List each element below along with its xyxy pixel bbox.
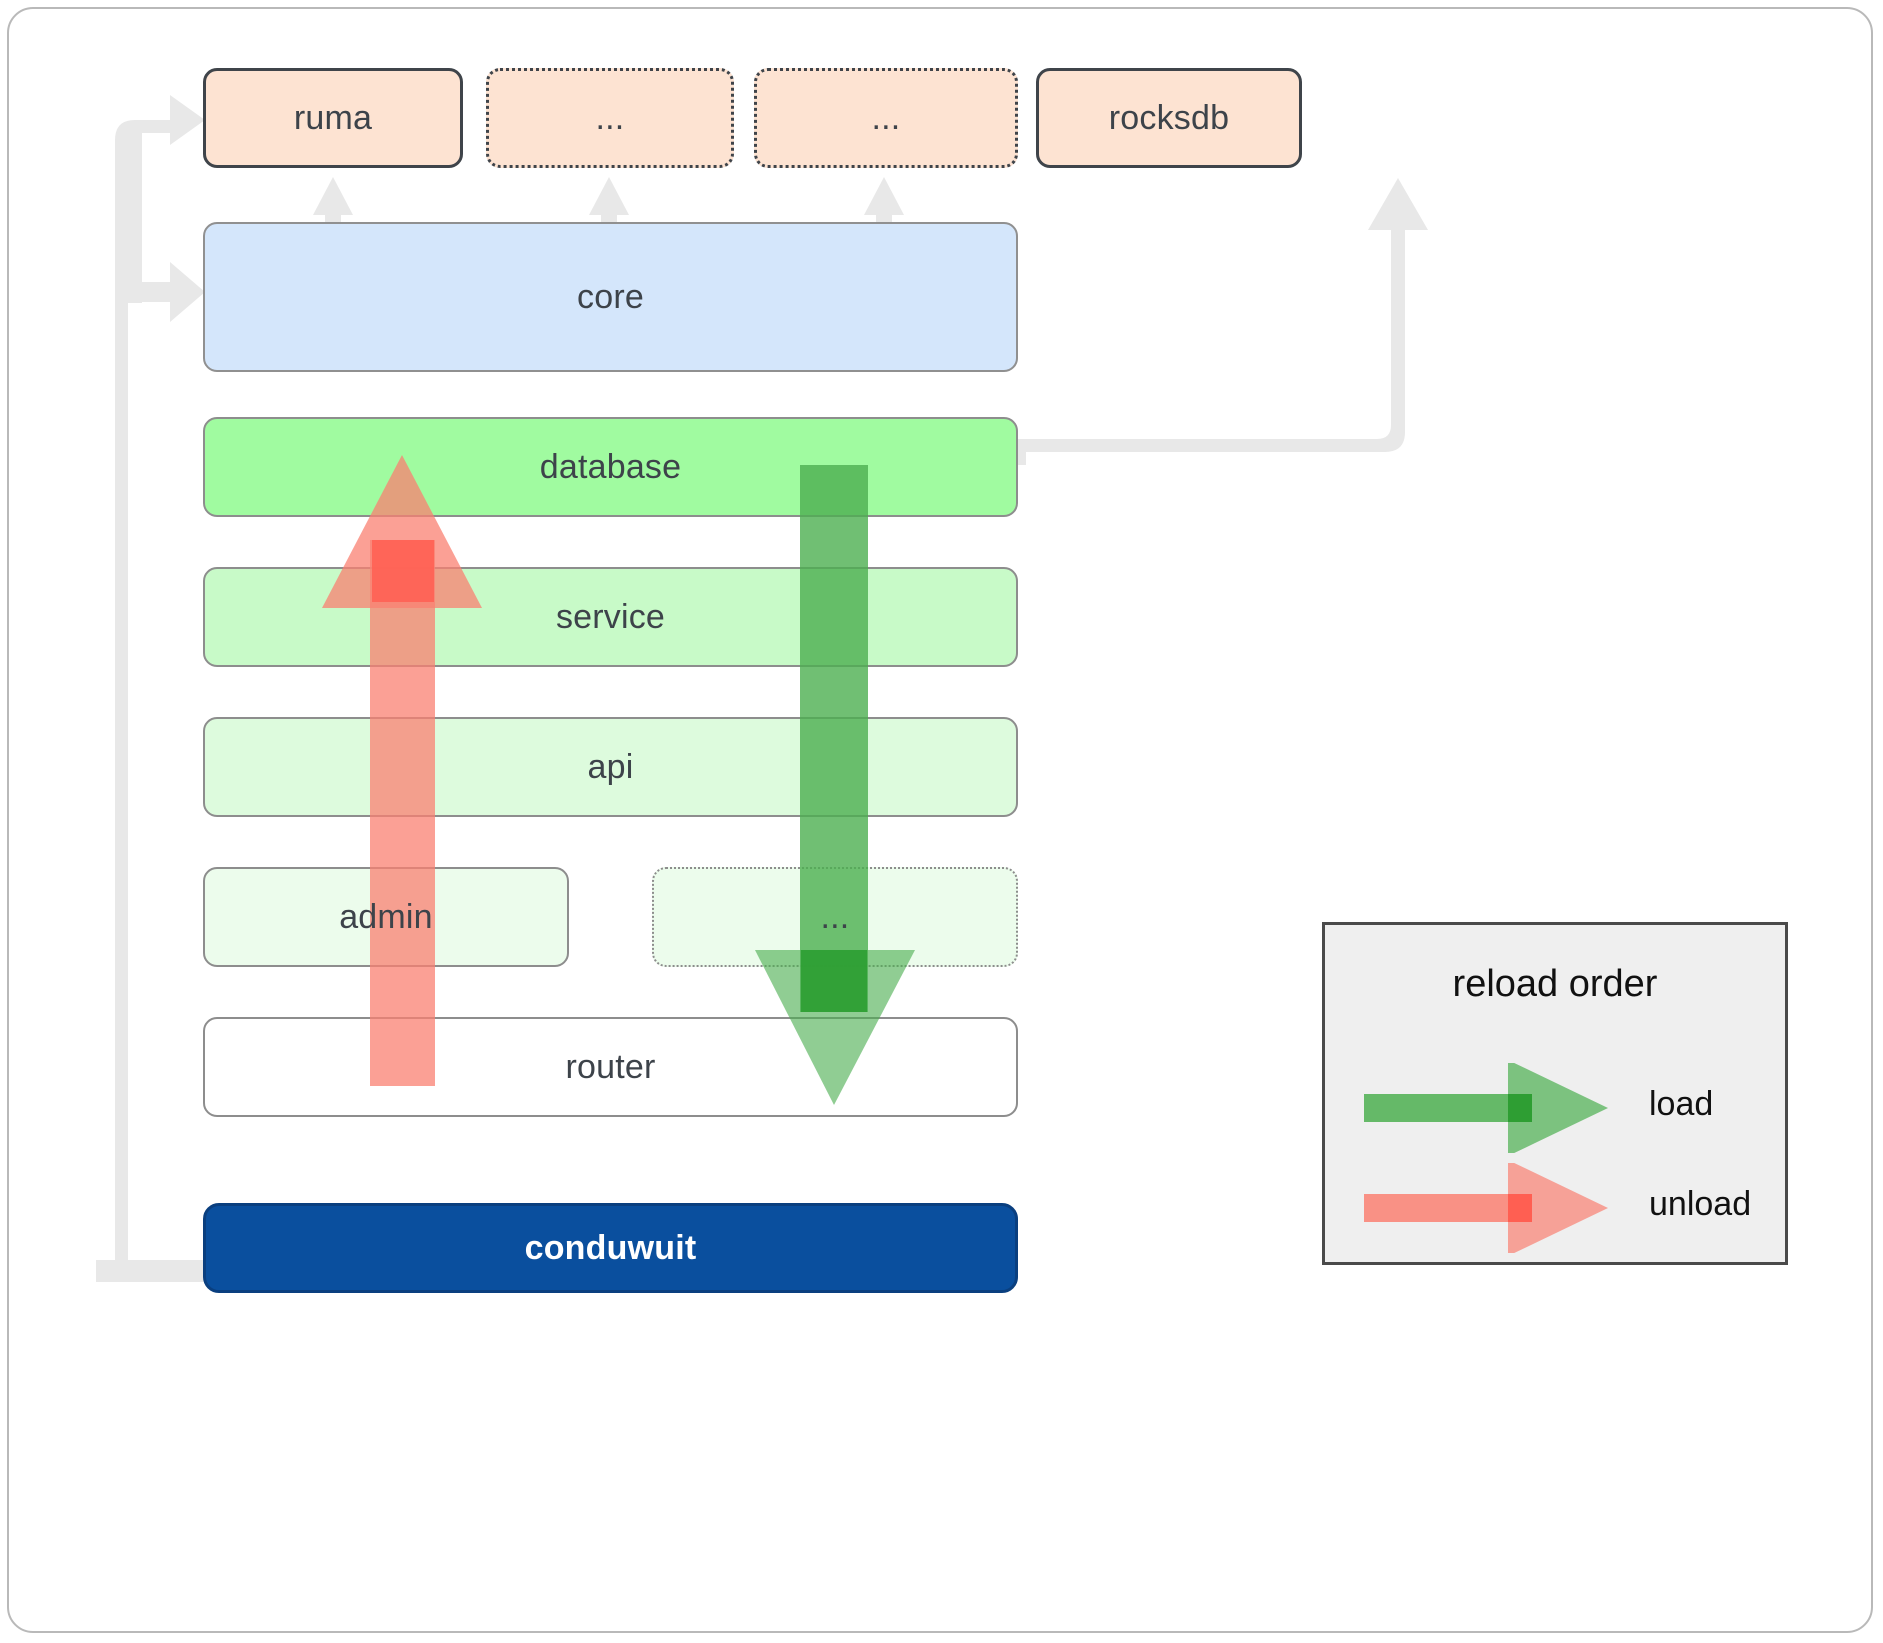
node-label: core xyxy=(577,277,644,316)
node-label: database xyxy=(539,447,682,486)
node-label: admin xyxy=(339,897,433,936)
node-label: service xyxy=(555,597,666,636)
node-label: ruma xyxy=(293,98,373,137)
node-ruma[interactable]: ruma xyxy=(203,68,463,168)
node-router[interactable]: router xyxy=(203,1017,1018,1117)
node-ellipsis-1[interactable]: ... xyxy=(486,68,734,168)
node-admin[interactable]: admin xyxy=(203,867,569,967)
legend-panel: reload order load unload xyxy=(1322,922,1788,1265)
node-core[interactable]: core xyxy=(203,222,1018,372)
node-conduwuit[interactable]: conduwuit xyxy=(203,1203,1018,1293)
node-label: rocksdb xyxy=(1108,98,1230,137)
node-rocksdb[interactable]: rocksdb xyxy=(1036,68,1302,168)
node-label: conduwuit xyxy=(524,1228,697,1267)
node-ellipsis-2[interactable]: ... xyxy=(754,68,1018,168)
legend-unload-arrow-icon xyxy=(1364,1163,1608,1253)
node-label: ... xyxy=(871,98,901,137)
node-database[interactable]: database xyxy=(203,417,1018,517)
legend-title: reload order xyxy=(1452,963,1658,1005)
node-service[interactable]: service xyxy=(203,567,1018,667)
node-api[interactable]: api xyxy=(203,717,1018,817)
node-label: router xyxy=(565,1047,656,1086)
legend-unload-label: unload xyxy=(1649,1185,1752,1223)
legend-load-label: load xyxy=(1649,1085,1714,1123)
node-label: api xyxy=(587,747,634,786)
node-label: ... xyxy=(820,897,850,936)
legend-load-arrow-icon xyxy=(1364,1063,1608,1153)
node-stack-ellipsis[interactable]: ... xyxy=(652,867,1018,967)
node-label: ... xyxy=(595,98,625,137)
